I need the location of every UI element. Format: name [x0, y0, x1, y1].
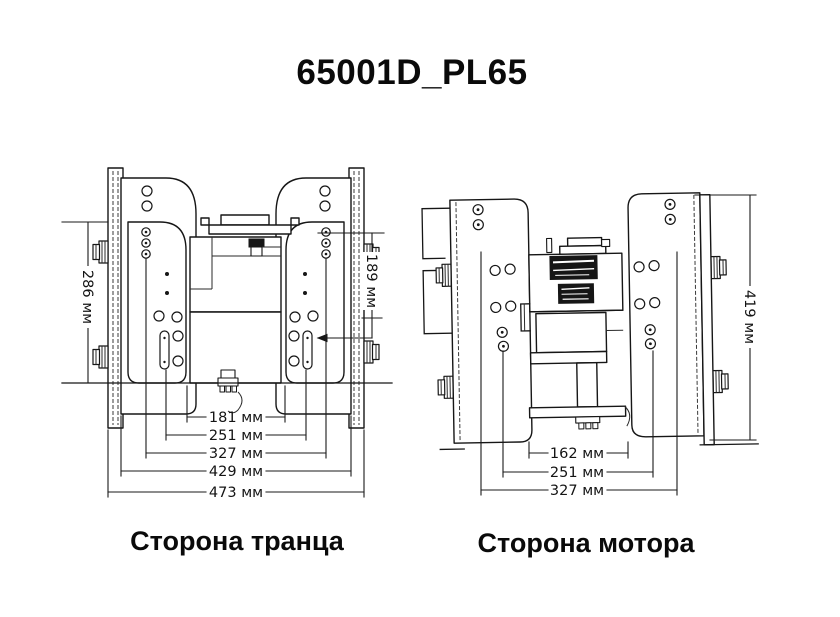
motor-side-caption: Сторона мотора	[478, 528, 696, 558]
transom-bolt	[92, 240, 109, 264]
height-dim-189: 189 мм	[316, 232, 385, 343]
motor-bolt	[437, 375, 454, 400]
left-inner-plate	[127, 221, 187, 384]
drawing-title: 65001D_PL65	[296, 53, 527, 92]
transom-bolt	[363, 340, 380, 364]
dim-162-label: 162 мм	[550, 446, 604, 462]
motor-view: 419 мм 162 мм 251 мм 327 мм Сторона мото…	[421, 192, 759, 558]
dim-327-right-label: 327 мм	[550, 483, 604, 499]
dim-429-label: 429 мм	[209, 464, 263, 480]
lift-mechanism	[189, 214, 300, 414]
transom-bolt	[92, 345, 109, 369]
motor-left-plate	[449, 198, 533, 444]
motor-view-body	[421, 192, 759, 451]
dim-286-label: 286 мм	[79, 270, 95, 324]
height-dim-286: 286 мм	[61, 221, 109, 384]
dim-251-label: 251 мм	[209, 428, 263, 444]
dim-181-label: 181 мм	[209, 410, 263, 426]
dim-473-label: 473 мм	[209, 485, 263, 501]
serial-label	[557, 283, 595, 304]
motor-bolt	[435, 263, 452, 288]
transom-view: 286 мм 189 мм 181 мм	[61, 167, 393, 556]
product-label	[549, 255, 598, 280]
dim-251-right-label: 251 мм	[550, 465, 604, 481]
dim-419-label: 419 мм	[741, 290, 757, 344]
transom-side-caption: Сторона транца	[130, 526, 345, 556]
motor-bolt	[712, 369, 729, 394]
dim-189-label: 189 мм	[363, 254, 379, 308]
dim-327-label: 327 мм	[209, 446, 263, 462]
hydraulic-unit	[520, 236, 631, 430]
right-inner-plate	[285, 221, 345, 384]
left-bottom-dims: 181 мм 251 мм 327 мм 429 мм 473 мм	[107, 258, 365, 501]
motor-bolt	[710, 255, 727, 280]
right-bottom-dims: 162 мм 251 мм 327 мм	[480, 251, 678, 499]
height-dim-419: 419 мм	[694, 194, 759, 441]
motor-right-plate	[627, 192, 715, 446]
